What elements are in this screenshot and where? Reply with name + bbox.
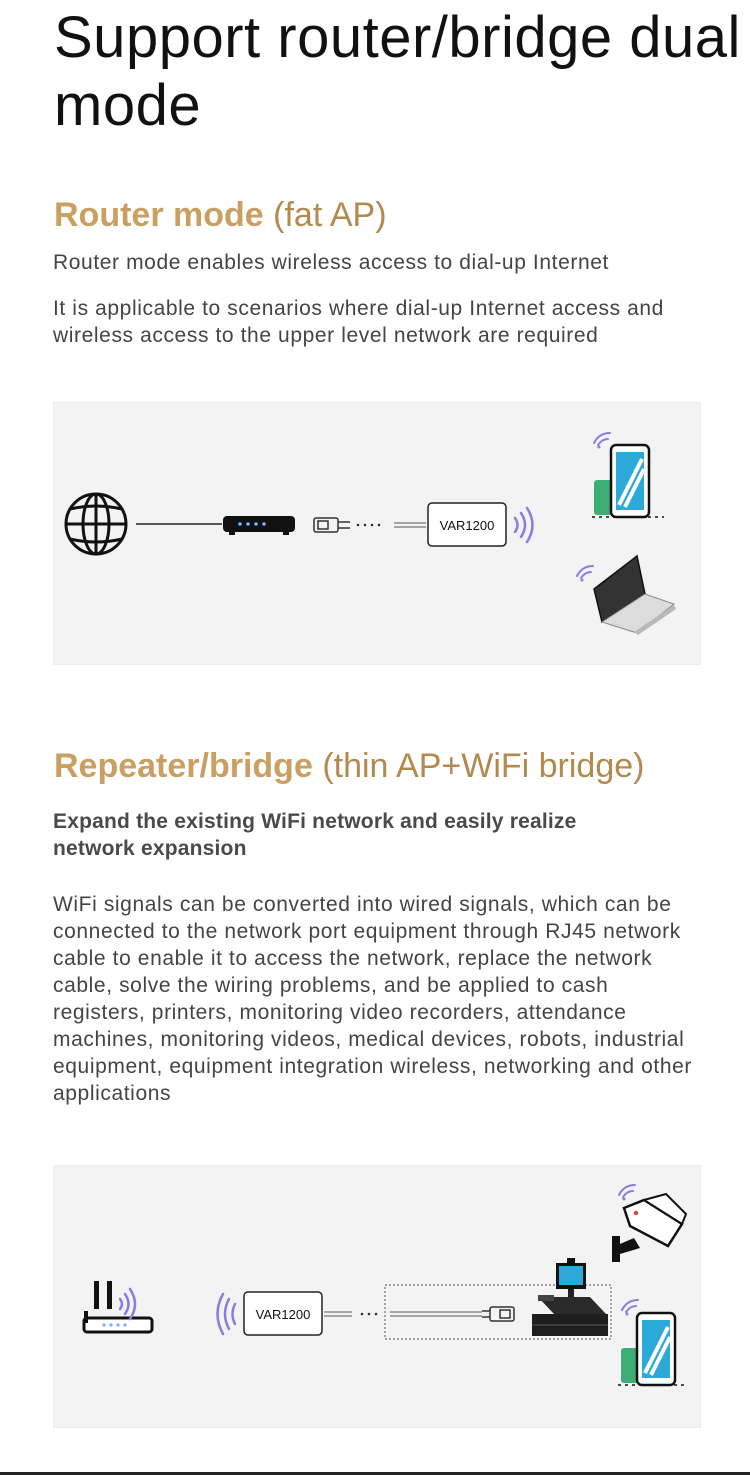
modem-icon [223, 516, 295, 535]
bridge-mode-applications: WiFi signals can be converted into wired… [53, 893, 692, 1105]
bottom-divider [0, 1472, 750, 1475]
security-camera-icon [612, 1184, 688, 1262]
wifi-signal-icon [216, 1292, 237, 1336]
cash-register-icon [532, 1258, 608, 1336]
bridge-mode-heading-light: (thin AP+WiFi bridge) [322, 747, 645, 785]
router-diagram-svg: VAR1200 [64, 432, 676, 635]
rj45-plug-icon [313, 517, 350, 533]
router-mode-description: Router mode enables wireless access to d… [53, 251, 609, 274]
var1200-device-box [243, 1291, 323, 1336]
var1200-device-box [427, 502, 507, 547]
bridge-device-label: VAR1200 [256, 1307, 311, 1322]
router-mode-heading-light: (fat AP) [273, 196, 387, 234]
wifi-router-icon [82, 1281, 154, 1334]
dotted-cable [356, 523, 381, 527]
smartphone-icon [618, 1299, 686, 1387]
router-mode-heading: Router mode (fat AP) [54, 195, 387, 235]
rj45-plug-icon [482, 1306, 515, 1322]
router-mode-scenario: It is applicable to scenarios where dial… [53, 297, 664, 347]
bridge-mode-heading-strong: Repeater/bridge [54, 747, 313, 785]
router-device-label: VAR1200 [440, 518, 495, 533]
wired-devices-group [384, 1284, 612, 1340]
router-mode-diagram: VAR1200 [53, 402, 701, 665]
globe-icon [64, 492, 128, 556]
bridge-mode-heading: Repeater/bridge (thin AP+WiFi bridge) [54, 746, 644, 786]
bridge-diagram-svg: VAR1200 [82, 1184, 688, 1387]
wifi-signal-icon [513, 506, 534, 544]
page-title: Support router/bridge dual mode [54, 5, 741, 138]
dotted-cable [360, 1312, 378, 1316]
bridge-mode-description: Expand the existing WiFi network and eas… [53, 810, 577, 860]
laptop-icon [576, 554, 676, 635]
smartphone-icon [592, 432, 664, 519]
router-mode-heading-strong: Router mode [54, 196, 264, 234]
bridge-mode-diagram: VAR1200 [53, 1165, 701, 1428]
